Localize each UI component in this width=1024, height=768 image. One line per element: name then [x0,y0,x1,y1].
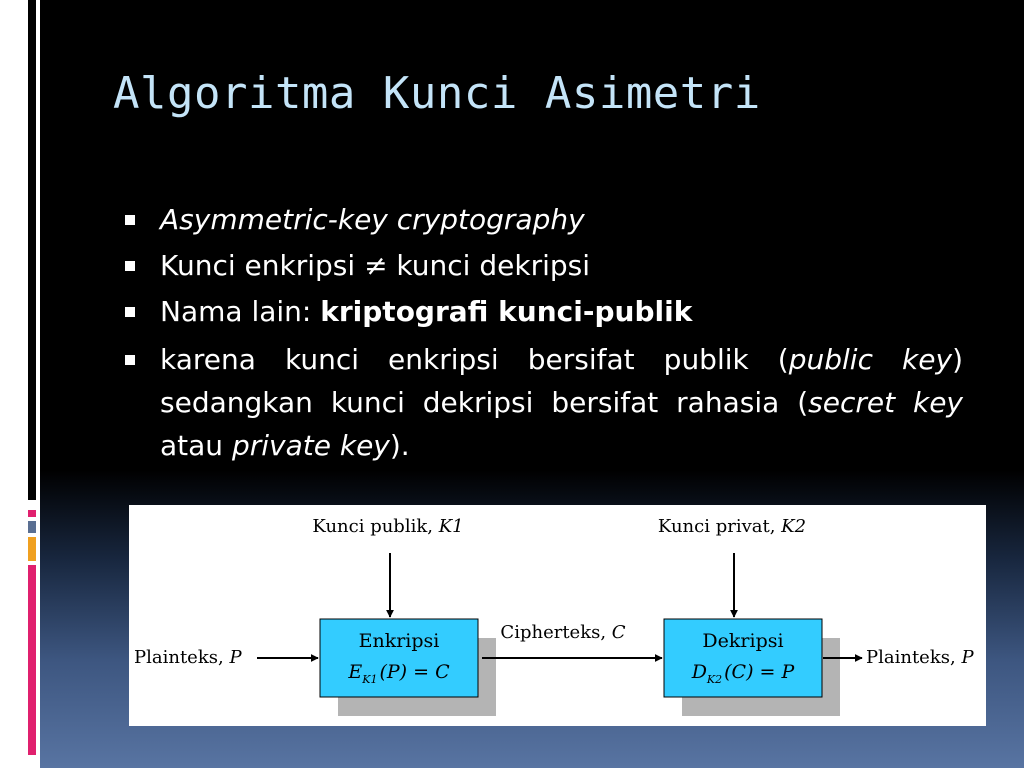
plaintext-input-label: Plainteks, P [134,647,242,668]
public-key-label: Kunci publik, K1 [312,516,463,537]
square-bullet-icon [125,261,135,271]
slide-title: Algoritma Kunci Asimetri [113,68,761,119]
bullet-list: Asymmetric-key cryptography Kunci enkrip… [123,200,963,473]
bullet-item: Kunci enkripsi ≠ kunci dekripsi [123,246,963,286]
left-bar-orange-block [28,537,36,561]
private-key-label: Kunci privat, K2 [658,516,806,537]
decryption-formula: DK2(C) = P [691,661,796,686]
encryption-formula: EK1(P) = C [347,661,450,686]
square-bullet-icon [125,215,135,225]
encryption-diagram: Kunci publik, K1 Kunci privat, K2 Enkrip… [129,505,986,726]
bullet-item: Asymmetric-key cryptography [123,200,963,240]
bullet-item: Nama lain: kriptografi kunci-publik [123,292,963,332]
left-bar-pink-block [28,565,36,755]
diagram-svg: Kunci publik, K1 Kunci privat, K2 Enkrip… [134,516,974,716]
decryption-box-title: Dekripsi [702,630,783,652]
bullet-text: Kunci enkripsi [160,249,365,282]
bullet-bold-text: kriptografi kunci-publik [320,295,693,328]
ciphertext-label: Cipherteks, C [500,622,625,643]
bullet-text: Nama lain: [160,295,321,328]
bullet-text: karena kunci enkripsi bersifat publik ( [160,343,789,376]
left-bar-dark-strip [28,0,36,500]
not-equal-symbol: ≠ [364,249,388,282]
encryption-box-title: Enkripsi [359,630,440,652]
bullet-italic-text: public key [788,343,953,376]
bullet-text: Asymmetric-key cryptography [160,203,585,236]
plaintext-output-label: Plainteks, P [866,647,974,668]
left-bar-pink-tick [28,510,36,517]
bullet-item: karena kunci enkripsi bersifat publik (p… [123,338,963,467]
encryption-box [319,618,479,698]
left-bar-slate-block [28,521,36,533]
square-bullet-icon [125,307,135,317]
bullet-text: ) sedangkan kunci dekripsi bersifat raha… [160,343,963,419]
bullet-text: ). [389,429,410,462]
bullet-italic-text: secret key [808,386,963,419]
bullet-italic-text: private key [231,429,390,462]
square-bullet-icon [125,355,135,365]
decryption-box [663,618,823,698]
bullet-text: atau [160,429,232,462]
bullet-text: kunci dekripsi [387,249,590,282]
